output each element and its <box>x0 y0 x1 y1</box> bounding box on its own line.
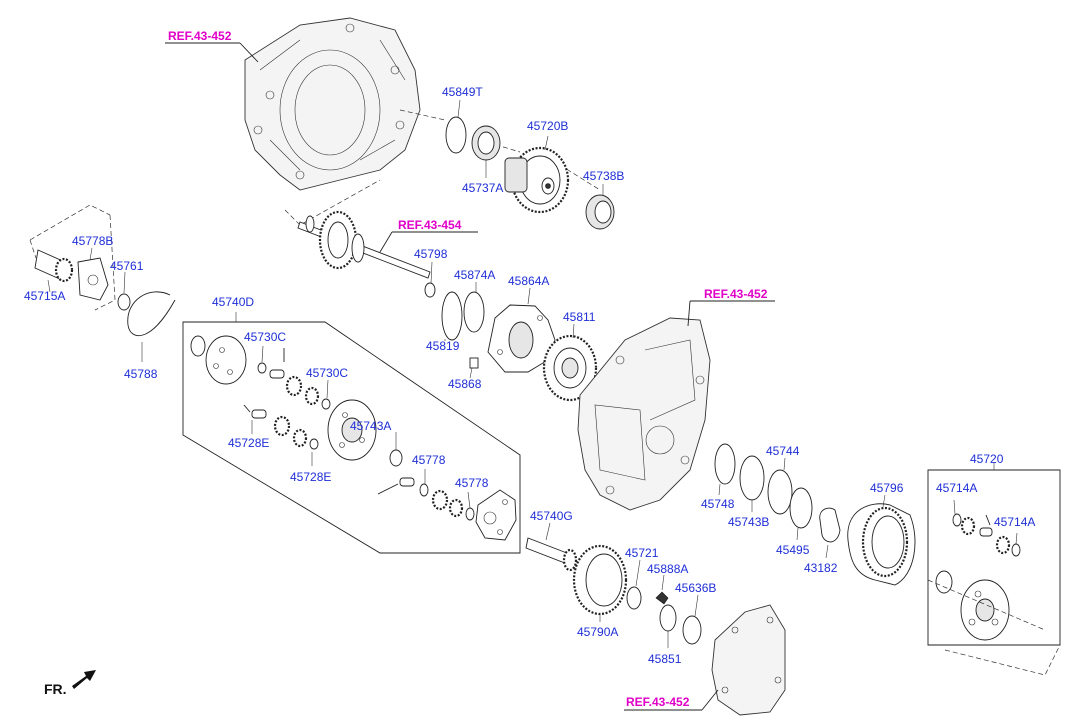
part-label-43182[interactable]: 43182 <box>804 561 838 575</box>
seal-45761 <box>117 293 131 311</box>
part-label-45728E-b[interactable]: 45728E <box>290 470 331 484</box>
washer-45743A <box>389 449 403 467</box>
bearing-45851 <box>659 604 677 632</box>
ring-45495 <box>789 487 813 529</box>
transfer-gear-45720B <box>504 146 570 214</box>
pinion-gear-upper <box>285 375 320 406</box>
part-label-45495[interactable]: 45495 <box>776 543 810 557</box>
ring-45798 <box>424 282 436 298</box>
gear-45811 <box>542 334 598 402</box>
ring-45636B <box>682 615 702 645</box>
part-label-45737A[interactable]: 45737A <box>462 181 503 195</box>
ref-label-middle-case[interactable]: REF.43-452 <box>704 287 768 301</box>
part-label-45743B[interactable]: 45743B <box>728 515 769 529</box>
part-label-45778B[interactable]: 45778B <box>72 234 113 248</box>
part-label-45888A[interactable]: 45888A <box>647 562 688 576</box>
ring-gear-45796 <box>847 503 916 586</box>
ref-label-bottom-cover[interactable]: REF.43-452 <box>626 695 690 709</box>
shaft-45740G <box>525 537 578 572</box>
diff-case-cover <box>190 335 247 385</box>
part-label-45721[interactable]: 45721 <box>625 546 659 560</box>
front-arrow-icon <box>72 670 96 689</box>
diff-case-45743A <box>327 399 377 461</box>
input-shaft-assembly <box>297 210 431 279</box>
part-label-45851[interactable]: 45851 <box>648 652 682 666</box>
output-shaft-45715A <box>34 249 74 283</box>
part-label-45798[interactable]: 45798 <box>414 247 448 261</box>
part-label-45730C-b[interactable]: 45730C <box>306 366 348 380</box>
part-label-45715A[interactable]: 45715A <box>24 289 65 303</box>
flange-45778B <box>77 257 109 301</box>
shim-45743B <box>739 455 765 501</box>
part-label-45744[interactable]: 45744 <box>766 444 800 458</box>
part-label-45636B[interactable]: 45636B <box>675 581 716 595</box>
part-label-45720[interactable]: 45720 <box>970 452 1004 466</box>
part-label-45796[interactable]: 45796 <box>870 481 904 495</box>
part-label-45849T[interactable]: 45849T <box>442 85 483 99</box>
seal-ring-45849T <box>445 116 467 154</box>
ring-gear-45790A <box>572 544 628 616</box>
snap-ring-45788 <box>127 291 176 337</box>
transaxle-case-top <box>244 17 421 191</box>
part-label-45788[interactable]: 45788 <box>124 367 158 381</box>
front-direction-label: FR. <box>44 681 67 697</box>
seal-45748 <box>714 443 736 485</box>
part-label-45714A-b[interactable]: 45714A <box>994 515 1035 529</box>
part-label-45761[interactable]: 45761 <box>110 259 144 273</box>
part-label-45790A[interactable]: 45790A <box>577 625 618 639</box>
shim-45874A <box>463 291 485 333</box>
planet-carrier <box>960 579 1010 641</box>
part-label-45743A[interactable]: 45743A <box>350 419 391 433</box>
bearing-45737A <box>471 125 501 161</box>
part-label-45730C-a[interactable]: 45730C <box>244 330 286 344</box>
part-label-45740D[interactable]: 45740D <box>212 295 254 309</box>
bearing-45738B <box>585 194 615 230</box>
part-label-45738B[interactable]: 45738B <box>583 169 624 183</box>
ring-45721 <box>626 586 642 610</box>
part-label-45868[interactable]: 45868 <box>448 377 482 391</box>
ref-label-input-shaft[interactable]: REF.43-454 <box>398 218 462 232</box>
part-label-45748[interactable]: 45748 <box>701 497 735 511</box>
ring-45744 <box>767 469 793 515</box>
ring-43182 <box>819 507 841 543</box>
part-label-45864A[interactable]: 45864A <box>508 274 549 288</box>
part-label-45740G[interactable]: 45740G <box>530 509 573 523</box>
part-label-45811[interactable]: 45811 <box>563 310 596 324</box>
part-label-45874A[interactable]: 45874A <box>454 268 495 282</box>
part-label-45728E-a[interactable]: 45728E <box>228 436 269 450</box>
part-label-45778-b[interactable]: 45778 <box>455 476 489 490</box>
bolt-45868 <box>469 357 479 369</box>
part-label-45778-a[interactable]: 45778 <box>412 453 446 467</box>
transaxle-cover-bottom <box>711 604 786 716</box>
part-label-45714A-a[interactable]: 45714A <box>936 481 977 495</box>
differential-assembly-box <box>182 321 521 554</box>
ref-label-top-case[interactable]: REF.43-452 <box>168 29 232 43</box>
transaxle-case-middle <box>577 317 711 511</box>
retainer-45864A <box>487 304 556 373</box>
part-label-45819[interactable]: 45819 <box>426 339 460 353</box>
diff-cover-right <box>475 489 517 541</box>
bracket-45888A <box>655 591 669 605</box>
part-label-45720B[interactable]: 45720B <box>527 119 568 133</box>
shim-45819 <box>441 291 463 341</box>
